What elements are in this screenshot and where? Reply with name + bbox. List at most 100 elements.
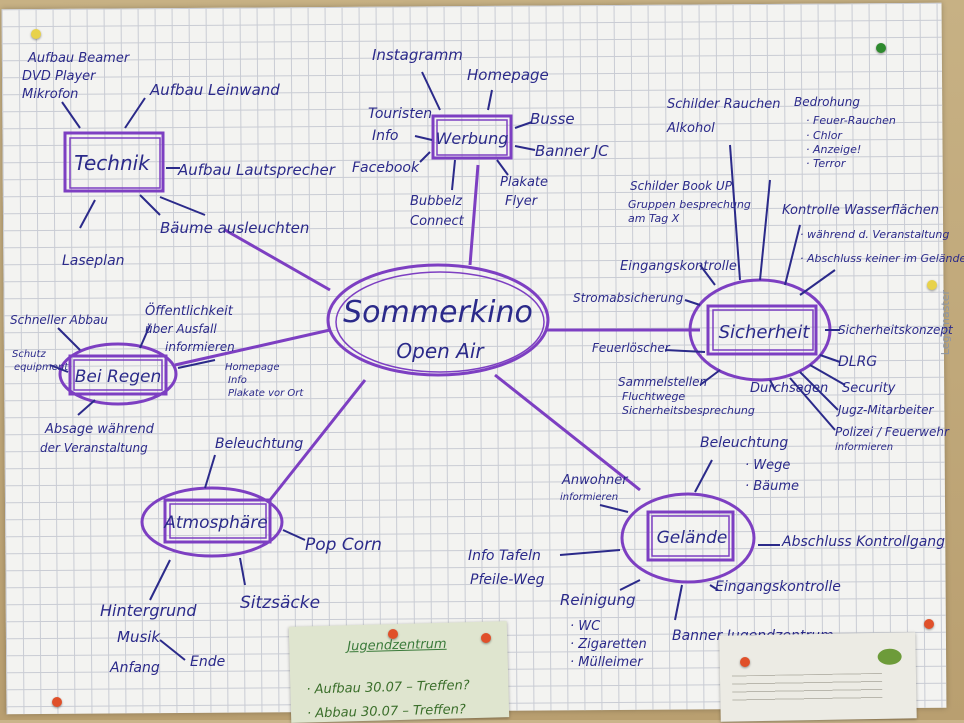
branch-technik: Technik Aufbau Beamer DVD Player Mikrofo…: [22, 51, 336, 269]
center-title: Sommerkino: [343, 295, 533, 330]
sicherheit-item-22: Durchsagen: [750, 381, 828, 396]
regen-item-6: equipment: [14, 362, 69, 373]
regen-item-11: Plakate vor Ort: [228, 388, 304, 399]
sicherheit-item-21: Sicherheitsbesprechung: [622, 404, 755, 417]
werbung-item-10: Plakate: [500, 175, 548, 190]
regen-item-7: Absage während: [44, 422, 155, 437]
sicherheit-item-11: Kontrolle Wasserflächen: [782, 203, 939, 218]
pin-red-2: [481, 633, 491, 643]
technik-item-4: Aufbau Leinwand: [149, 81, 280, 99]
werbung-item-1: Instagramm: [372, 46, 463, 64]
center-subtitle: Open Air: [396, 339, 485, 363]
werbung-item-5: Busse: [530, 110, 575, 128]
regen-label: Bei Regen: [75, 367, 162, 387]
pin-yellow-right: [927, 280, 937, 290]
gelaende-item-3: · Bäume: [745, 479, 799, 494]
sticky-note-left: Jugendzentrum · Aufbau 30.07 – Treffen? …: [288, 621, 510, 723]
gelaende-item-11: · WC: [570, 619, 601, 634]
sicherheit-item-15: Stromabsicherung: [573, 291, 684, 305]
werbung-item-11: Flyer: [505, 194, 539, 209]
sicherheit-item-9: Gruppen besprechung: [628, 198, 751, 211]
regen-item-5: Schutz: [12, 349, 46, 360]
atmosphaere-item-5: Musik: [117, 628, 161, 646]
pin-red-4: [924, 619, 934, 629]
werbung-item-8: Bubbelz: [410, 194, 463, 209]
sicherheit-label: Sicherheit: [719, 322, 811, 343]
technik-item-5: Aufbau Lautsprecher: [177, 161, 336, 179]
gelaende-item-8: Pfeile-Weg: [470, 572, 545, 588]
sicherheit-item-2: Alkohol: [666, 121, 715, 136]
gelaende-item-9: Eingangskontrolle: [715, 579, 841, 595]
technik-item-7: Laseplan: [62, 253, 125, 269]
sicherheit-item-1: Schilder Rauchen: [667, 97, 780, 112]
gelaende-item-12: · Zigaretten: [570, 637, 647, 652]
sicherheit-item-20: Fluchtwege: [622, 390, 685, 403]
gelaende-item-4: Anwohner: [561, 473, 629, 488]
sicherheit-item-7: · Terror: [806, 157, 847, 170]
gelaende-item-1: Beleuchtung: [700, 435, 788, 451]
sicherheit-item-23: Security: [842, 381, 896, 396]
technik-item-2: DVD Player: [22, 69, 97, 84]
werbung-item-7: Facebook: [352, 160, 420, 176]
gelaende-item-2: · Wege: [745, 458, 790, 473]
branch-werbung: Werbung Instagramm Homepage Touristen In…: [352, 46, 609, 229]
regen-item-9: Homepage: [225, 362, 280, 373]
gelaende-item-7: Info Tafeln: [468, 548, 541, 564]
atmosphaere-item-6: Anfang: [109, 660, 160, 676]
atmosphaere-item-7: Ende: [190, 654, 225, 670]
sicherheit-item-14: Eingangskontrolle: [620, 259, 737, 274]
sicherheit-item-13: · Abschluss keiner im Gelände: [800, 252, 964, 265]
connector-lines: [174, 164, 700, 501]
center-oval: [326, 263, 550, 377]
sicherheit-item-12: · während d. Veranstaltung: [800, 228, 949, 241]
pin-red-3: [740, 657, 750, 667]
atmosphaere-label: Atmosphäre: [163, 513, 268, 533]
sicherheit-item-18: DLRG: [838, 354, 877, 370]
note-title: Jugendzentrum: [347, 636, 447, 655]
werbung-item-3: Touristen: [368, 106, 432, 122]
regen-item-8: der Veranstaltung: [40, 441, 148, 455]
werbung-item-4: Info: [372, 128, 399, 144]
sicherheit-item-6: · Anzeige!: [806, 143, 861, 156]
gelaende-label: Gelände: [657, 528, 728, 548]
gelaende-item-5: informieren: [560, 492, 618, 503]
note-line-1: · Aufbau 30.07 – Treffen?: [306, 678, 470, 698]
branch-regen: Bei Regen Schneller Abbau Öffentlichkeit…: [10, 302, 304, 455]
atmosphaere-item-3: Sitzsäcke: [240, 593, 320, 613]
technik-item-6: Bäume ausleuchten: [160, 219, 309, 237]
regen-item-2: Öffentlichkeit: [145, 302, 234, 319]
branch-atmosphaere: Atmosphäre Beleuchtung Pop Corn Sitzsäck…: [100, 436, 382, 676]
pin-red-1: [388, 629, 398, 639]
sicherheit-item-8: Schilder Book UP: [630, 179, 733, 193]
sicherheit-item-26: informieren: [835, 442, 893, 453]
sicherheit-item-19: Sammelstellen: [618, 375, 707, 389]
gelaende-item-13: · Mülleimer: [570, 655, 644, 670]
technik-item-3: Mikrofon: [22, 87, 78, 102]
note-line-2: · Abbau 30.07 – Treffen?: [306, 702, 466, 722]
atmosphaere-item-4: Hintergrund: [100, 601, 197, 620]
werbung-item-6: Banner JC: [535, 142, 609, 160]
note-right-lines: [731, 672, 883, 706]
sicherheit-item-17: Feuerlöscher: [592, 341, 671, 355]
sicherheit-item-25: Polizei / Feuerwehr: [835, 425, 950, 439]
gelaende-item-10: Reinigung: [560, 591, 636, 609]
gelaende-item-6: Abschluss Kontrollgang: [781, 534, 945, 550]
note-right-logo: [877, 648, 902, 665]
pin-green: [876, 43, 886, 53]
sicherheit-item-10: am Tag X: [628, 212, 680, 225]
atmosphaere-item-2: Pop Corn: [305, 535, 382, 555]
sicherheit-item-16: Sicherheitskonzept: [838, 323, 954, 337]
sicherheit-item-3: Bedrohung: [794, 95, 860, 109]
regen-item-3: über Ausfall: [145, 322, 217, 336]
technik-label: Technik: [74, 151, 151, 175]
branch-sicherheit: Sicherheit Schilder Rauchen Alkohol Bedr…: [573, 95, 964, 453]
sticky-note-right: [719, 632, 917, 722]
sicherheit-item-4: · Feuer-Rauchen: [806, 114, 896, 127]
werbung-item-2: Homepage: [467, 66, 549, 84]
regen-item-4: informieren: [165, 340, 235, 354]
sicherheit-item-24: Jugz-Mitarbeiter: [836, 403, 934, 417]
technik-item-1: Aufbau Beamer: [27, 51, 131, 66]
sicherheit-item-5: · Chlor: [806, 129, 843, 142]
regen-item-1: Schneller Abbau: [10, 313, 108, 327]
